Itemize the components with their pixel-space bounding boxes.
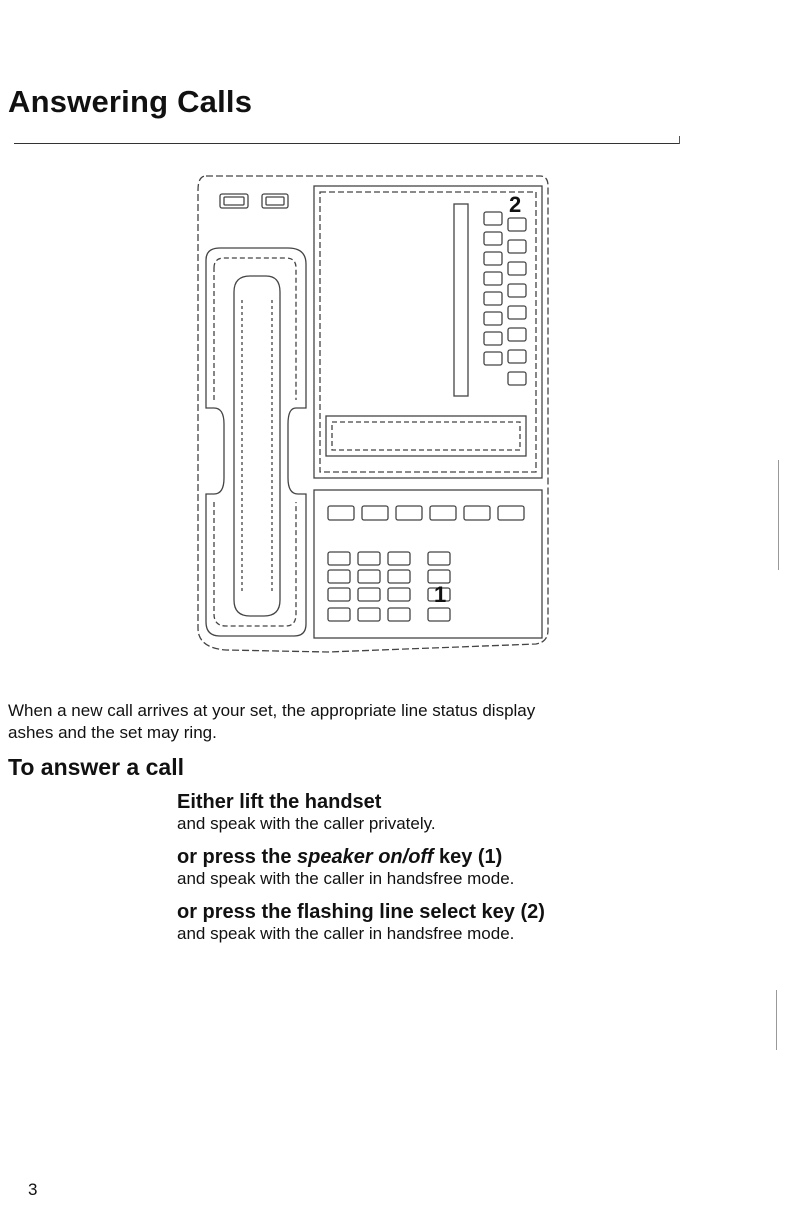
top-left-key-1-inner: [223, 196, 245, 206]
scan-edge-mark: [776, 990, 777, 1050]
top-left-key-2: [261, 193, 289, 209]
dial-key-10: [357, 587, 381, 602]
step-lift-handset: Either lift the handset and speak with t…: [177, 790, 737, 834]
dial-key-13: [357, 607, 381, 622]
callout-1: 1: [434, 582, 446, 607]
line-select-keys: [483, 211, 527, 386]
dial-key-1: [327, 551, 351, 566]
step-line-select-key: or press the flashing line select key (2…: [177, 900, 737, 944]
dial-key-11: [387, 587, 411, 602]
upper-panel: [313, 185, 543, 479]
phone-body-outline: [197, 175, 549, 653]
line-key-left-1: [483, 211, 503, 226]
telephone-drawing: 2: [197, 175, 549, 653]
dial-key-8: [427, 569, 451, 584]
line-key-right-3: [507, 261, 527, 276]
title-rule: [14, 143, 680, 144]
lower-panel: [313, 489, 543, 639]
intro-line-1: When a new call arrives at your set, the…: [8, 701, 536, 720]
feature-key-6: [497, 505, 525, 521]
display-window: [325, 415, 527, 457]
step-title-prefix: or press the: [177, 846, 298, 868]
page-title: Answering Calls: [8, 84, 253, 119]
line-key-left-8: [483, 351, 503, 366]
handset: [233, 275, 281, 617]
intro-paragraph: When a new call arrives at your set, the…: [8, 700, 708, 744]
feature-key-3: [395, 505, 423, 521]
scan-edge-mark: [778, 460, 779, 570]
section-heading: To answer a call: [8, 754, 184, 780]
step-description: and speak with the caller privately.: [177, 814, 436, 833]
line-label-strip: [453, 203, 469, 397]
step-speaker-key: or press the speaker on/off key (1) and …: [177, 845, 737, 889]
dial-key-15: [427, 607, 451, 622]
line-key-right-7: [507, 349, 527, 364]
dial-key-7: [387, 569, 411, 584]
line-key-left-7: [483, 331, 503, 346]
cradle-inner-bottom: [213, 502, 297, 627]
top-left-key-2-inner: [265, 196, 285, 206]
step-title: or press the flashing line select key (2…: [177, 901, 545, 923]
line-key-right-5: [507, 305, 527, 320]
step-description: and speak with the caller in handsfree m…: [177, 924, 515, 943]
title-rule-end: [679, 136, 680, 144]
telephone-illustration: 2: [188, 168, 558, 658]
dial-key-6: [357, 569, 381, 584]
handset-grip: [241, 300, 273, 592]
dial-key-12: [327, 607, 351, 622]
feature-key-2: [361, 505, 389, 521]
feature-key-4: [429, 505, 457, 521]
display-window-inner: [331, 421, 521, 451]
line-key-left-2: [483, 231, 503, 246]
step-title-suffix: key (1): [433, 846, 503, 868]
line-key-right-4: [507, 283, 527, 298]
answer-steps: Either lift the handset and speak with t…: [177, 790, 737, 955]
feature-key-1: [327, 505, 355, 521]
line-key-right-1: [507, 217, 527, 232]
cradle-inner-top: [213, 257, 297, 400]
line-key-right-2: [507, 239, 527, 254]
feature-keys: [327, 505, 525, 521]
step-title: Either lift the handset: [177, 791, 382, 813]
step-description: and speak with the caller in handsfree m…: [177, 869, 515, 888]
line-key-left-3: [483, 251, 503, 266]
top-left-key-1: [219, 193, 249, 209]
page-number: 3: [28, 1180, 38, 1199]
line-key-right-8: [507, 371, 527, 386]
dial-key-14: [387, 607, 411, 622]
dial-key-2: [357, 551, 381, 566]
dial-key-3: [387, 551, 411, 566]
dial-pad: [327, 551, 451, 622]
handset-cradle: [205, 247, 307, 637]
line-key-left-5: [483, 291, 503, 306]
callout-2: 2: [509, 192, 521, 217]
dial-key-5: [327, 569, 351, 584]
speaker-key: [427, 587, 451, 602]
line-key-left-6: [483, 311, 503, 326]
step-title: or press the speaker on/off key (1): [177, 845, 737, 869]
dial-key-9: [327, 587, 351, 602]
line-key-right-6: [507, 327, 527, 342]
feature-key-5: [463, 505, 491, 521]
speaker-key-name: speaker on/off: [297, 846, 434, 868]
upper-panel-inner: [319, 191, 537, 473]
line-key-left-4: [483, 271, 503, 286]
intro-line-2: ashes and the set may ring.: [8, 723, 217, 742]
dial-key-4: [427, 551, 451, 566]
